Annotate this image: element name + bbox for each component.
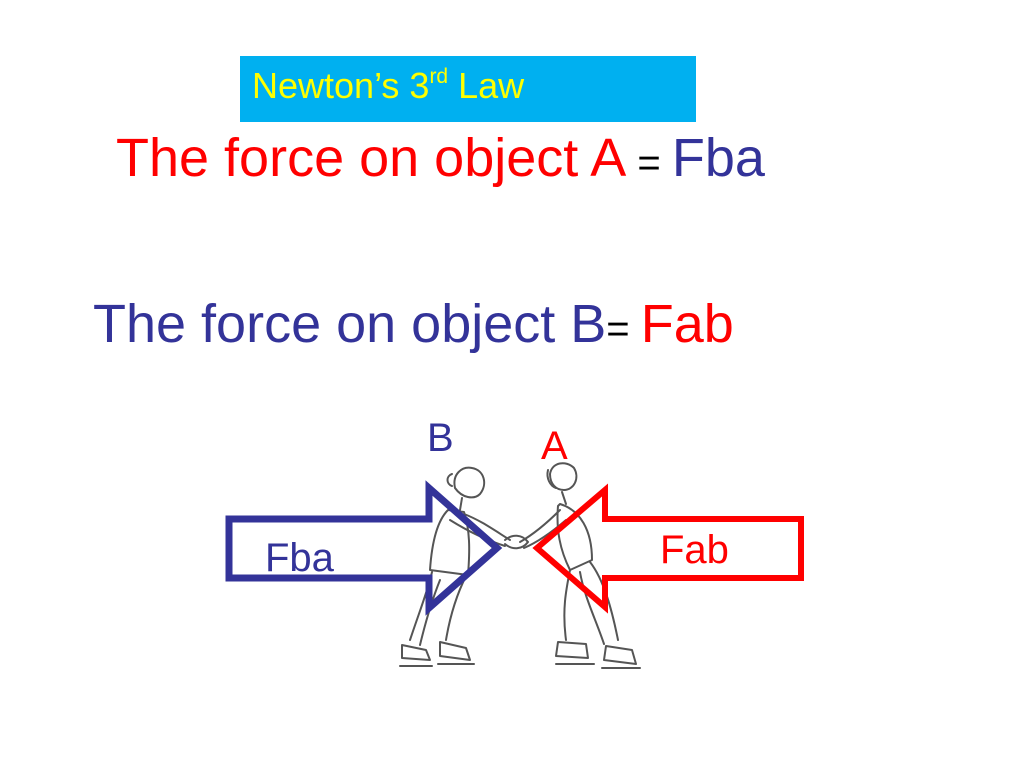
label-object-b: B bbox=[427, 416, 454, 460]
arrow-fab-label: Fab bbox=[660, 528, 729, 572]
title-suffix: Law bbox=[448, 65, 525, 106]
statement-force-on-b: The force on object B= Fab bbox=[93, 292, 734, 357]
slide-title: Newton’s 3rd Law bbox=[252, 65, 525, 106]
arrow-fba-label: Fba bbox=[265, 536, 334, 580]
title-superscript: rd bbox=[429, 65, 449, 88]
title-prefix: Newton’s 3 bbox=[252, 65, 430, 106]
label-object-a: A bbox=[541, 424, 568, 468]
statement-force-on-a: The force on object A = Fba bbox=[116, 126, 765, 191]
statement-b-text: The force on object B bbox=[93, 294, 607, 354]
arrow-fab bbox=[532, 483, 804, 614]
title-box: Newton’s 3rd Law bbox=[240, 56, 696, 122]
statement-b-force: Fab bbox=[640, 294, 734, 354]
joined-hands bbox=[504, 534, 529, 550]
statement-b-equals: = bbox=[606, 307, 641, 351]
statement-a-equals: = bbox=[626, 141, 672, 185]
statement-a-force: Fba bbox=[671, 128, 765, 188]
arrow-fba bbox=[225, 480, 503, 616]
statement-a-text: The force on object A bbox=[116, 128, 627, 188]
